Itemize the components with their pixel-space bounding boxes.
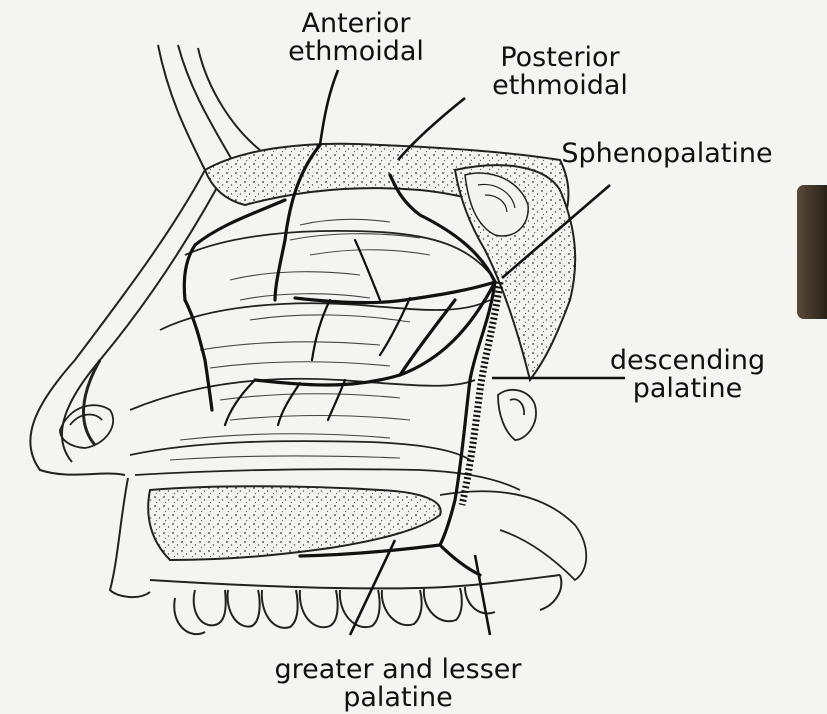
label-greater-lesser-palatine: greater and lesser palatine bbox=[238, 656, 558, 712]
label-posterior-ethmoidal-line1: Posterior bbox=[465, 44, 655, 72]
label-anterior-ethmoidal: Anterior ethmoidal bbox=[266, 10, 446, 66]
label-greater-lesser-palatine-line1: greater and lesser bbox=[238, 656, 558, 684]
label-descending-palatine-line1: descending bbox=[585, 347, 790, 375]
slide-side-tab bbox=[797, 185, 827, 319]
label-descending-palatine: descending palatine bbox=[585, 347, 790, 403]
nasal-bone-outline bbox=[30, 45, 260, 475]
label-sphenopalatine-line1: Sphenopalatine bbox=[532, 140, 802, 168]
label-posterior-ethmoidal: Posterior ethmoidal bbox=[465, 44, 655, 100]
leader-greater-palatine-b bbox=[475, 555, 490, 635]
turbinate-striations bbox=[170, 219, 430, 460]
label-anterior-ethmoidal-line2: ethmoidal bbox=[266, 38, 446, 66]
leader-anterior-ethmoidal bbox=[320, 70, 338, 145]
label-descending-palatine-line2: palatine bbox=[585, 375, 790, 403]
label-posterior-ethmoidal-line2: ethmoidal bbox=[465, 72, 655, 100]
label-sphenopalatine: Sphenopalatine bbox=[532, 140, 802, 168]
label-anterior-ethmoidal-line1: Anterior bbox=[266, 10, 446, 38]
label-greater-lesser-palatine-line2: palatine bbox=[238, 684, 558, 712]
sphenoid-region bbox=[455, 165, 575, 380]
